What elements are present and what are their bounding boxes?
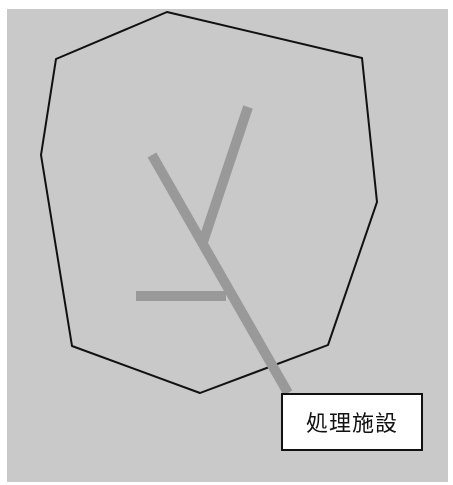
service-area-boundary <box>40 11 378 394</box>
main-pipe <box>147 152 293 396</box>
pipe-network <box>136 105 293 396</box>
treatment-facility-label: 処理施設 <box>281 393 423 451</box>
branch-pipe-upper <box>197 105 253 247</box>
